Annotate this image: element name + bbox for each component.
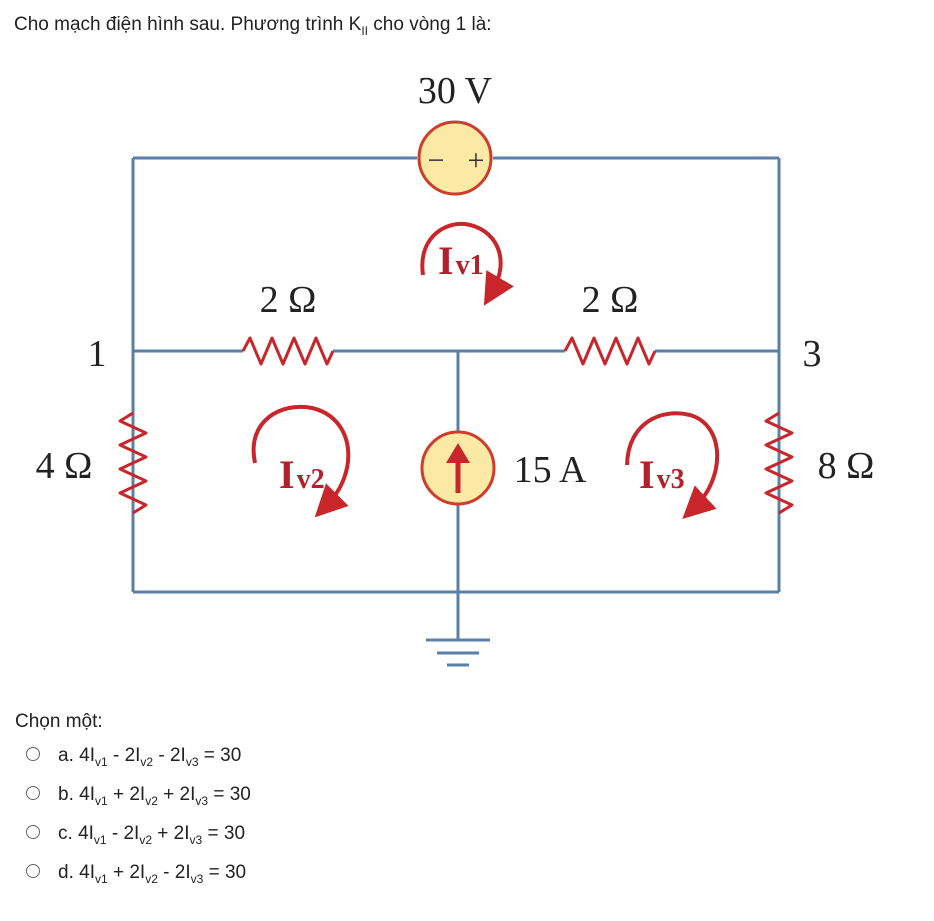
resistor-top-left-label: 2 Ω — [260, 279, 317, 321]
loop-1-arrow — [420, 221, 514, 306]
resistor-left — [118, 411, 148, 515]
answer-options: a. 4Iv1 - 2Iv2 - 2Iv3 = 30 b. 4Iv1 + 2Iv… — [24, 745, 251, 901]
option-d[interactable]: d. 4Iv1 + 2Iv2 - 2Iv3 = 30 — [24, 862, 251, 901]
loop-3-label: Iv3 — [639, 452, 685, 497]
resistor-top-right — [563, 336, 657, 366]
question-text: Cho mạch điện hình sau. Phương trình KII… — [14, 14, 492, 38]
plus-sign: + — [468, 144, 485, 177]
option-a[interactable]: a. 4Iv1 - 2Iv2 - 2Iv3 = 30 — [24, 745, 251, 784]
radio-button-d[interactable] — [26, 864, 40, 878]
node-3-label: 3 — [803, 333, 822, 375]
ground-symbol — [426, 638, 490, 667]
voltage-source-label: 30 V — [418, 70, 493, 112]
node-1-label: 1 — [88, 333, 107, 375]
option-a-text: a. 4Iv1 - 2Iv2 - 2Iv3 = 30 — [58, 745, 242, 769]
radio-button-c[interactable] — [26, 825, 40, 839]
loop-1-label: Iv1 — [438, 238, 484, 283]
loop-3-arrow — [625, 411, 720, 519]
resistor-right-label: 8 Ω — [818, 445, 875, 487]
resistors — [118, 336, 794, 515]
loop-2-label: Iv2 — [279, 452, 325, 497]
minus-sign: − — [428, 144, 445, 177]
circuit-wires — [131, 156, 781, 640]
option-d-text: d. 4Iv1 + 2Iv2 - 2Iv3 = 30 — [58, 862, 247, 886]
resistor-top-right-label: 2 Ω — [582, 279, 639, 321]
radio-button-a[interactable] — [26, 747, 40, 761]
radio-button-b[interactable] — [26, 786, 40, 800]
option-b-text: b. 4Iv1 + 2Iv2 + 2Iv3 = 30 — [58, 784, 251, 808]
loop-2-arrow — [251, 404, 351, 518]
current-source-label: 15 A — [514, 449, 587, 491]
resistor-right — [764, 411, 794, 515]
loop-arrows — [251, 221, 720, 519]
option-c[interactable]: c. 4Iv1 - 2Iv2 + 2Iv3 = 30 — [24, 823, 251, 862]
option-b[interactable]: b. 4Iv1 + 2Iv2 + 2Iv3 = 30 — [24, 784, 251, 823]
resistor-top-left — [241, 336, 335, 366]
circuit-diagram: − + 30 V 15 A 2 Ω 2 Ω 4 Ω 8 Ω 1 3 Iv1 Iv… — [36, 70, 875, 667]
resistor-left-label: 4 Ω — [36, 445, 93, 487]
option-c-text: c. 4Iv1 - 2Iv2 + 2Iv3 = 30 — [58, 823, 246, 847]
choose-one-label: Chọn một: — [15, 711, 103, 732]
voltage-source: − + — [417, 120, 493, 196]
current-source — [420, 430, 496, 506]
